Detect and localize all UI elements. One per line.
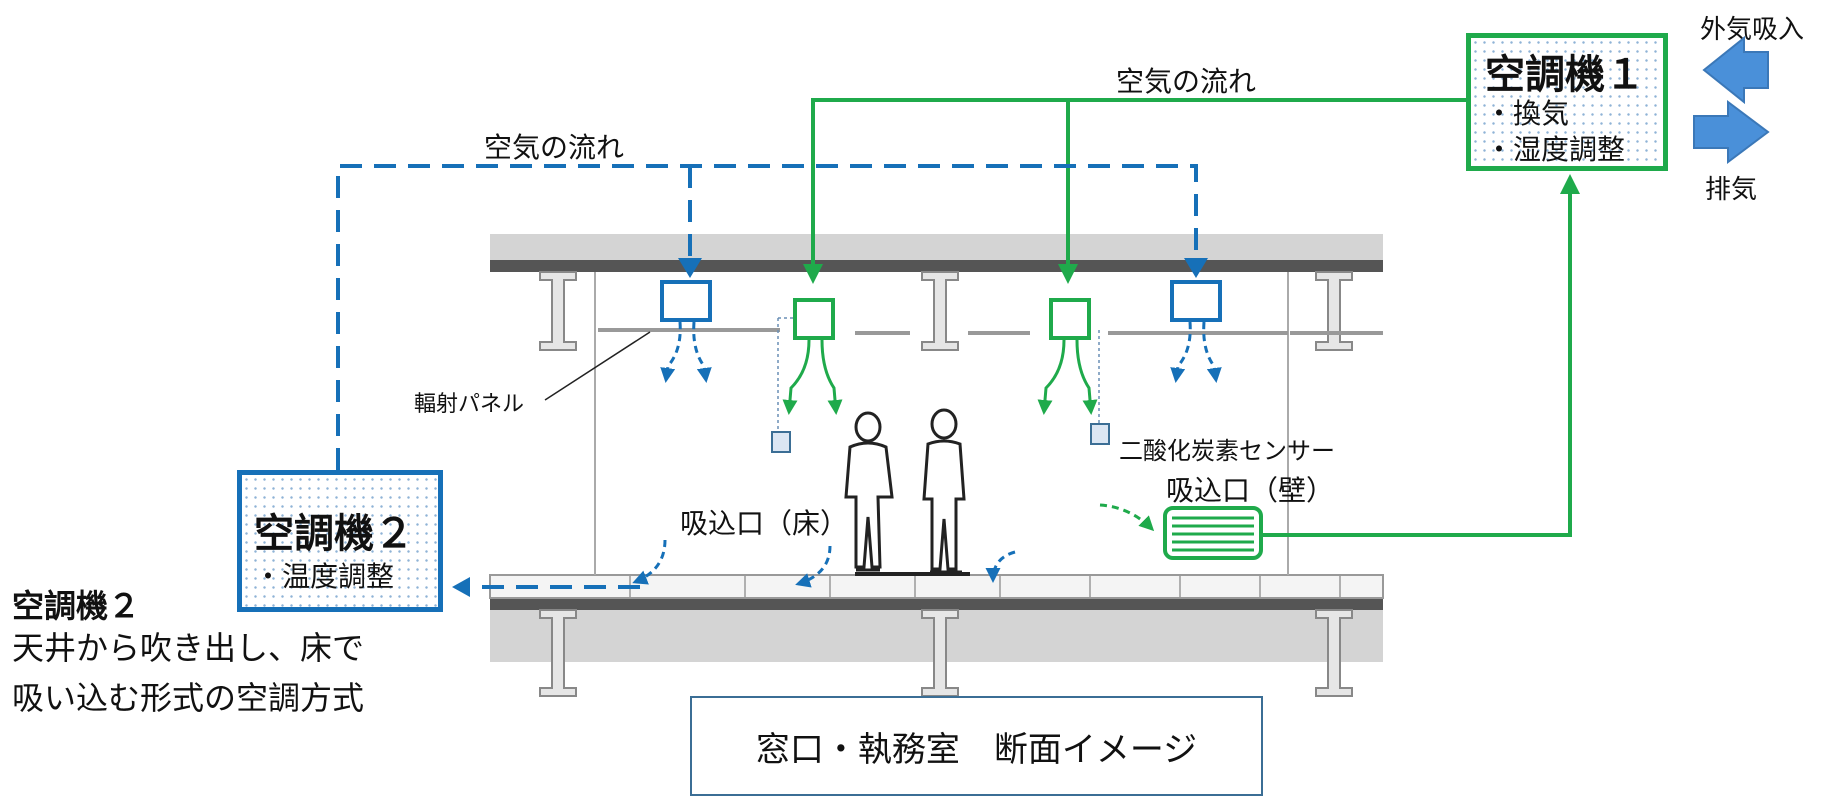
wall-intake-arrow <box>1099 503 1155 532</box>
unit1-item-humidity: ・湿度調整 <box>1485 133 1626 166</box>
air-handler-2: 空調機２ ・温度調整 <box>237 470 443 612</box>
unit1-title: 空調機１ <box>1485 52 1645 98</box>
outdoor-air-arrows <box>1693 35 1770 164</box>
co2-sensor-right <box>1090 423 1110 445</box>
label-air-flow-blue: 空気の流れ <box>484 131 624 164</box>
exhaust-arrow-icon <box>1693 100 1770 164</box>
green-diffusers <box>793 298 1091 340</box>
label-outside-air-intake: 外気吸入 <box>1700 15 1804 45</box>
label-wall-intake: 吸込口（壁） <box>1166 474 1334 507</box>
unit2-title: 空調機２ <box>254 511 414 557</box>
unit2-item-temperature: ・温度調整 <box>254 560 395 593</box>
radiant-panel-leader <box>544 331 651 401</box>
blue-arrowhead-left <box>678 258 702 278</box>
blue-supply-duct <box>336 164 1198 470</box>
label-co2-sensor: 二酸化炭素センサー <box>1119 437 1335 465</box>
green-return-duct <box>1262 174 1580 537</box>
label-exhaust: 排気 <box>1705 175 1757 205</box>
green-diffuser-right <box>1049 298 1091 340</box>
blue-return-arrowhead <box>452 577 470 597</box>
note-title: 空調機２ <box>12 587 141 625</box>
floor-band <box>490 598 1383 610</box>
green-outflow-arrows <box>782 339 1098 415</box>
building-section <box>489 234 1384 697</box>
hvac-section-diagram: 空気の流れ 空気の流れ 輻射パネル 二酸化炭素センサー 吸込口（壁） 吸込口（床… <box>336 15 1804 697</box>
blue-duct-network <box>336 164 1198 589</box>
blue-diffusers <box>660 280 1222 322</box>
caption-box: 窓口・執務室 断面イメージ <box>690 696 1263 796</box>
caption-text: 窓口・執務室 断面イメージ <box>755 730 1198 770</box>
unit1-item-ventilation: ・換気 <box>1485 97 1570 130</box>
green-diffuser-left <box>793 298 835 340</box>
ceiling-band <box>490 260 1383 272</box>
green-supply-main <box>803 98 1466 284</box>
green-duct-network <box>803 98 1580 537</box>
blue-arrowhead-right <box>1184 258 1208 278</box>
air-handler-1: 空調機１ ・換気 ・湿度調整 <box>1466 33 1668 171</box>
blue-outflow-arrows <box>660 321 1222 383</box>
note-line-1: 天井から吹き出し、床で <box>12 629 365 667</box>
intake-arrow-icon <box>1702 35 1769 105</box>
ceiling-slab <box>490 234 1383 260</box>
note-line-2: 吸い込む形式の空調方式 <box>12 679 365 717</box>
people-silhouettes <box>844 408 970 576</box>
label-floor-intake: 吸込口（床） <box>680 507 848 540</box>
floor-intake-arrows <box>632 539 1016 588</box>
label-air-flow-green: 空気の流れ <box>1116 65 1256 98</box>
co2-sensors <box>771 317 1110 453</box>
blue-diffuser-right <box>1170 280 1222 322</box>
label-radiant-panel: 輻射パネル <box>414 392 524 417</box>
blue-diffuser-left <box>660 280 712 322</box>
wall-intake-grille <box>1099 503 1263 560</box>
co2-sensor-left <box>771 431 791 453</box>
